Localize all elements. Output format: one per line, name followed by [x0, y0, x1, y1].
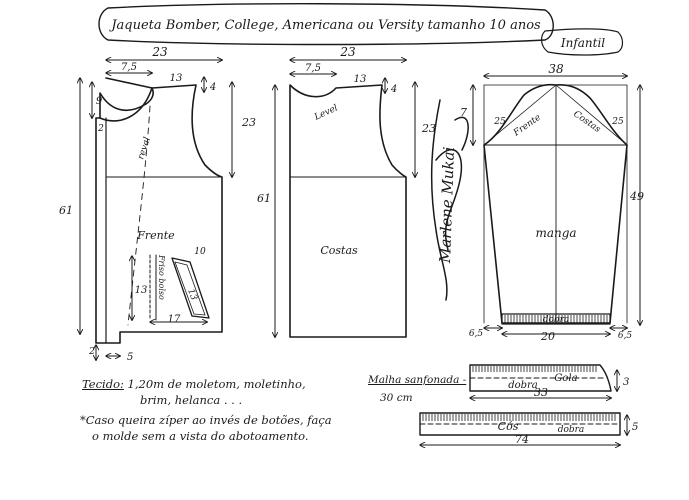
waistband-height-label: 5: [632, 422, 638, 433]
title-banner: Jaqueta Bomber, College, Americana ou Ve…: [98, 3, 554, 46]
ribbing-note-label: Malha sanfonada -: [368, 374, 467, 386]
front-piece: 23 7,5 13 4 9 23 61 2 reval Frente 5 2: [59, 45, 256, 363]
pocket-width-label: 17: [168, 314, 181, 325]
back-piece: 23 7,5 13 4 23 61 Level Costas: [257, 45, 436, 338]
sleeve-cuff-label: dobra: [543, 315, 570, 325]
signature-text: Marlene Mukai: [436, 146, 458, 264]
collar-height-label: 3: [623, 377, 629, 388]
waistband-piece: Cós dobra 5 74: [420, 412, 638, 446]
back-width-label: 23: [339, 45, 356, 59]
ribbing-note: Malha sanfonada -: [368, 373, 466, 387]
zipper-note-line2: o molde sem a vista do abotoamento.: [92, 429, 309, 443]
front-pocket: Friso bolso 13 10 17 13: [132, 247, 210, 325]
sleeve-back-label: Costas: [571, 109, 602, 135]
front-neck-depth-label: 9: [96, 96, 103, 107]
front-width-label: 23: [151, 45, 168, 59]
fabric-note-line2: brim, helanca . . .: [140, 393, 243, 407]
collar-fold-label: dobra: [508, 380, 538, 391]
front-hem-height-label: 2: [88, 347, 95, 357]
front-grain-label: reval: [136, 136, 153, 161]
zipper-note-cont: o molde sem a vista do abotoamento.: [92, 429, 309, 443]
pocket-depth-label: 10: [194, 247, 206, 257]
sleeve-name-label: manga: [535, 226, 576, 240]
back-outline: [289, 84, 407, 338]
pocket-welt-label: Friso bolso: [157, 254, 166, 300]
ribbing-note-value: 30 cm: [380, 391, 413, 405]
back-armhole-label: 23: [421, 122, 436, 135]
waistband-fold-label: dobra: [558, 425, 585, 435]
front-shoulder-label: 13: [170, 73, 183, 84]
pocket-inner-label: 13: [185, 288, 198, 302]
subtitle-text: Infantil: [560, 36, 605, 50]
front-outline: [95, 77, 223, 344]
front-name-label: Frente: [136, 229, 175, 242]
zipper-note-line1: *Caso queira zíper ao invés de botões, f…: [80, 413, 332, 427]
back-shoulder-label: 13: [354, 74, 367, 85]
collar-width-label: 33: [534, 386, 548, 399]
signature-mark: Marlene Mukai: [430, 99, 469, 301]
subtitle-banner: Infantil: [541, 28, 624, 56]
sleeve-piece: 38 7 25 25 Frente Costas 49 manga dobra …: [460, 62, 644, 343]
sleeve-side-left-label: 6,5: [469, 329, 484, 339]
pocket-height-label: 13: [135, 285, 148, 296]
back-neck-width-label: 7,5: [305, 63, 321, 74]
front-hem-width-label: 5: [127, 352, 133, 363]
sleeve-cap-height-label: 7: [460, 106, 467, 119]
back-length-label: 61: [257, 192, 271, 205]
front-length-label: 61: [59, 204, 73, 217]
front-placket-label: 2: [97, 124, 104, 134]
collar-piece: dobra Gola 3 33: [469, 364, 629, 399]
waistband-name-label: Cós: [498, 420, 519, 433]
fabric-note: Tecido: 1,20m de moletom, moletinho,: [82, 377, 306, 391]
sleeve-front-label: Frente: [511, 113, 543, 139]
fabric-note-cont: brim, helanca . . .: [140, 393, 242, 407]
waistband-width-label: 74: [515, 433, 529, 446]
collar-outline: [469, 364, 612, 392]
back-neck-label: Level: [312, 103, 340, 123]
fabric-note-label: Tecido:: [82, 377, 124, 391]
back-name-label: Costas: [320, 244, 358, 257]
sleeve-cuff-width-label: 20: [540, 330, 555, 343]
title-text: Jaqueta Bomber, College, Americana ou Ve…: [108, 18, 541, 33]
ribbing-note-value-text: 30 cm: [380, 392, 413, 404]
front-armhole-label: 23: [241, 116, 256, 129]
sleeve-width-label: 38: [548, 62, 564, 76]
fabric-note-line1: 1,20m de moletom, moletinho,: [127, 377, 306, 391]
front-neck-width-label: 7,5: [121, 62, 137, 73]
collar-name-label: Gola: [554, 373, 577, 384]
sleeve-curve-right-label: 25: [611, 117, 624, 127]
sleeve-side-right-label: 6,5: [618, 331, 633, 341]
front-shoulder-drop-label: 4: [209, 82, 216, 93]
zipper-note: *Caso queira zíper ao invés de botões, f…: [80, 413, 332, 427]
sleeve-cuff: dobra: [501, 313, 611, 325]
back-shoulder-drop-label: 4: [390, 84, 397, 95]
sleeve-length-label: 49: [629, 190, 644, 203]
sleeve-curve-left-label: 25: [493, 117, 506, 127]
